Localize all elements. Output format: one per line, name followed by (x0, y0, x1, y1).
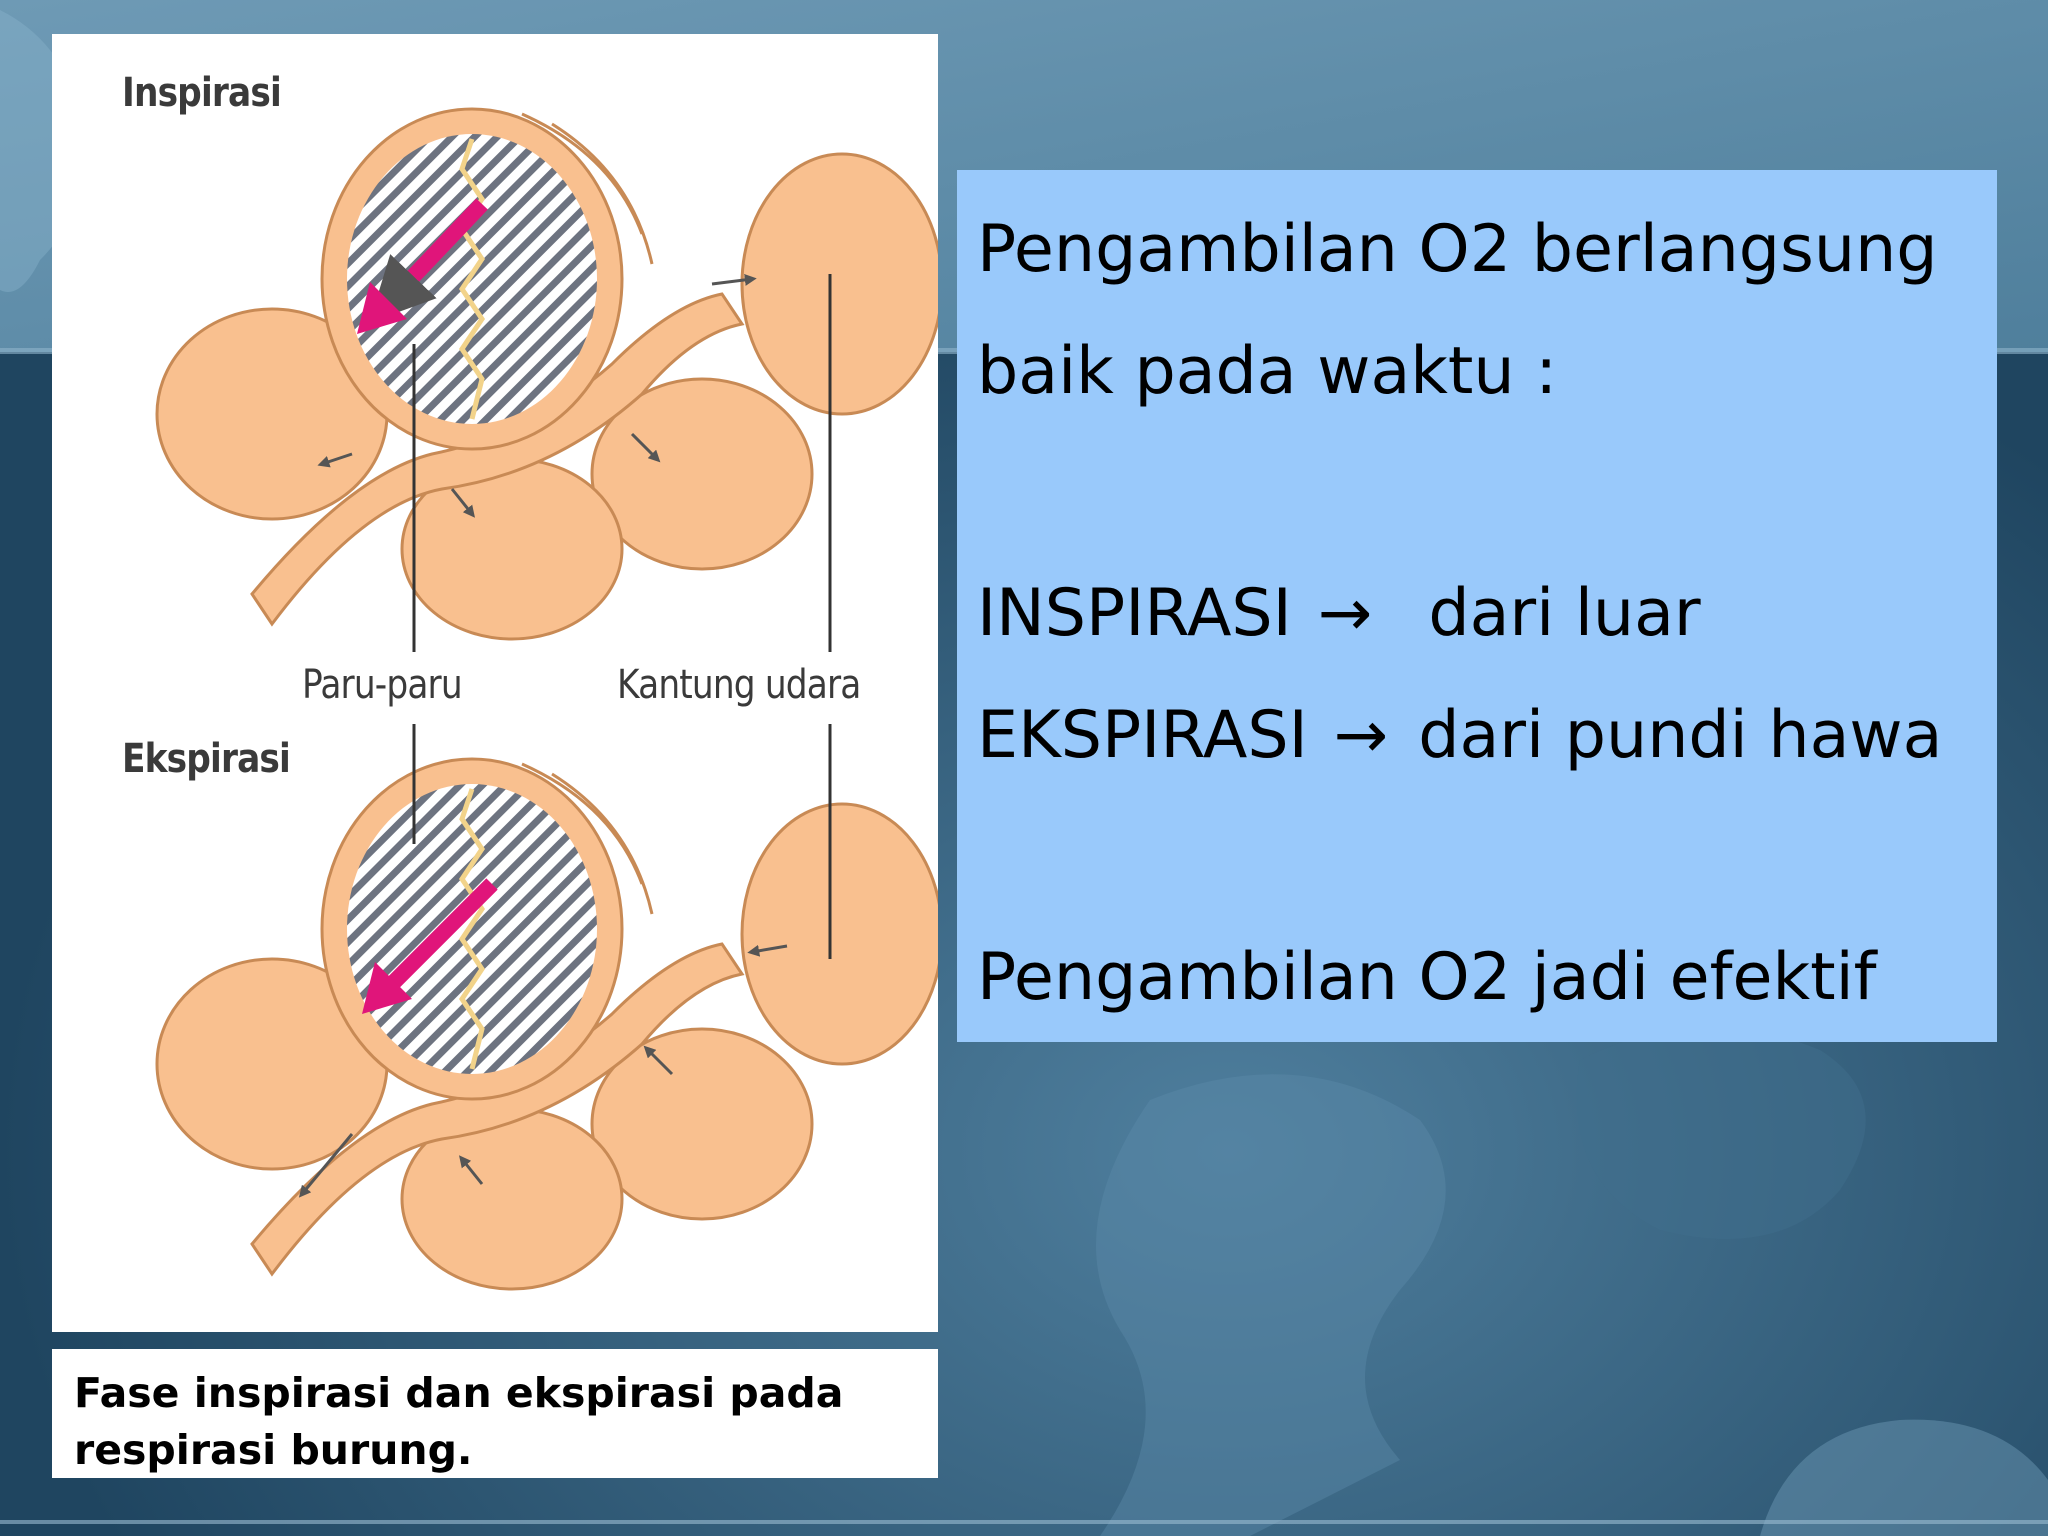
air-sac (740, 152, 938, 416)
caption-line: Fase inspirasi dan ekspirasi pada (74, 1369, 844, 1417)
inspiration-diagram (155, 107, 938, 652)
inspiration-term: INSPIRASI (977, 576, 1292, 651)
right-arrow-icon: → (1333, 698, 1389, 773)
right-arrow-icon: → (1317, 576, 1373, 651)
puzzle-shape-decoration (1576, 1027, 1866, 1239)
expiration-term: EKSPIRASI (977, 698, 1308, 773)
expiration-value: dari pundi hawa (1418, 698, 1943, 773)
puzzle-shape-decoration (1096, 1074, 1446, 1536)
panel-line: Pengambilan O2 berlangsung (977, 212, 1938, 287)
label-lungs: Paru-paru (302, 662, 463, 708)
panel-line: baik pada waktu : (977, 334, 1558, 409)
lung-tissue (347, 784, 597, 1074)
air-sac (590, 377, 814, 571)
label-inspiration: Inspirasi (122, 70, 282, 116)
conclusion-text: Pengambilan O2 jadi efektif (977, 940, 1877, 1015)
label-air-sacs: Kantung udara (617, 662, 861, 708)
text-panel: Pengambilan O2 berlangsung baik pada wak… (957, 170, 1997, 1042)
airflow-arrow-head (357, 282, 407, 334)
expiration-row: EKSPIRASI → dari pundi hawa (977, 698, 1942, 773)
lung-tissue (347, 134, 597, 424)
inspiration-row: INSPIRASI → dari luar (977, 576, 1701, 651)
respiration-diagram: Inspirasi Ekspirasi Paru-paru Kantung ud… (52, 34, 938, 1332)
airflow-arrow (369, 198, 488, 323)
figure-caption: Fase inspirasi dan ekspirasi pada respir… (52, 1349, 938, 1478)
airflow-arrow-head (362, 962, 412, 1014)
air-sac (590, 1027, 814, 1221)
caption-line: respirasi burung. (74, 1426, 473, 1474)
air-sac (740, 802, 938, 1066)
airflow-arrow (386, 878, 498, 990)
puzzle-shape-decoration (1760, 1419, 2048, 1536)
label-expiration: Ekspirasi (122, 736, 291, 782)
inspiration-value: dari luar (1428, 576, 1701, 651)
expiration-diagram (155, 724, 938, 1291)
